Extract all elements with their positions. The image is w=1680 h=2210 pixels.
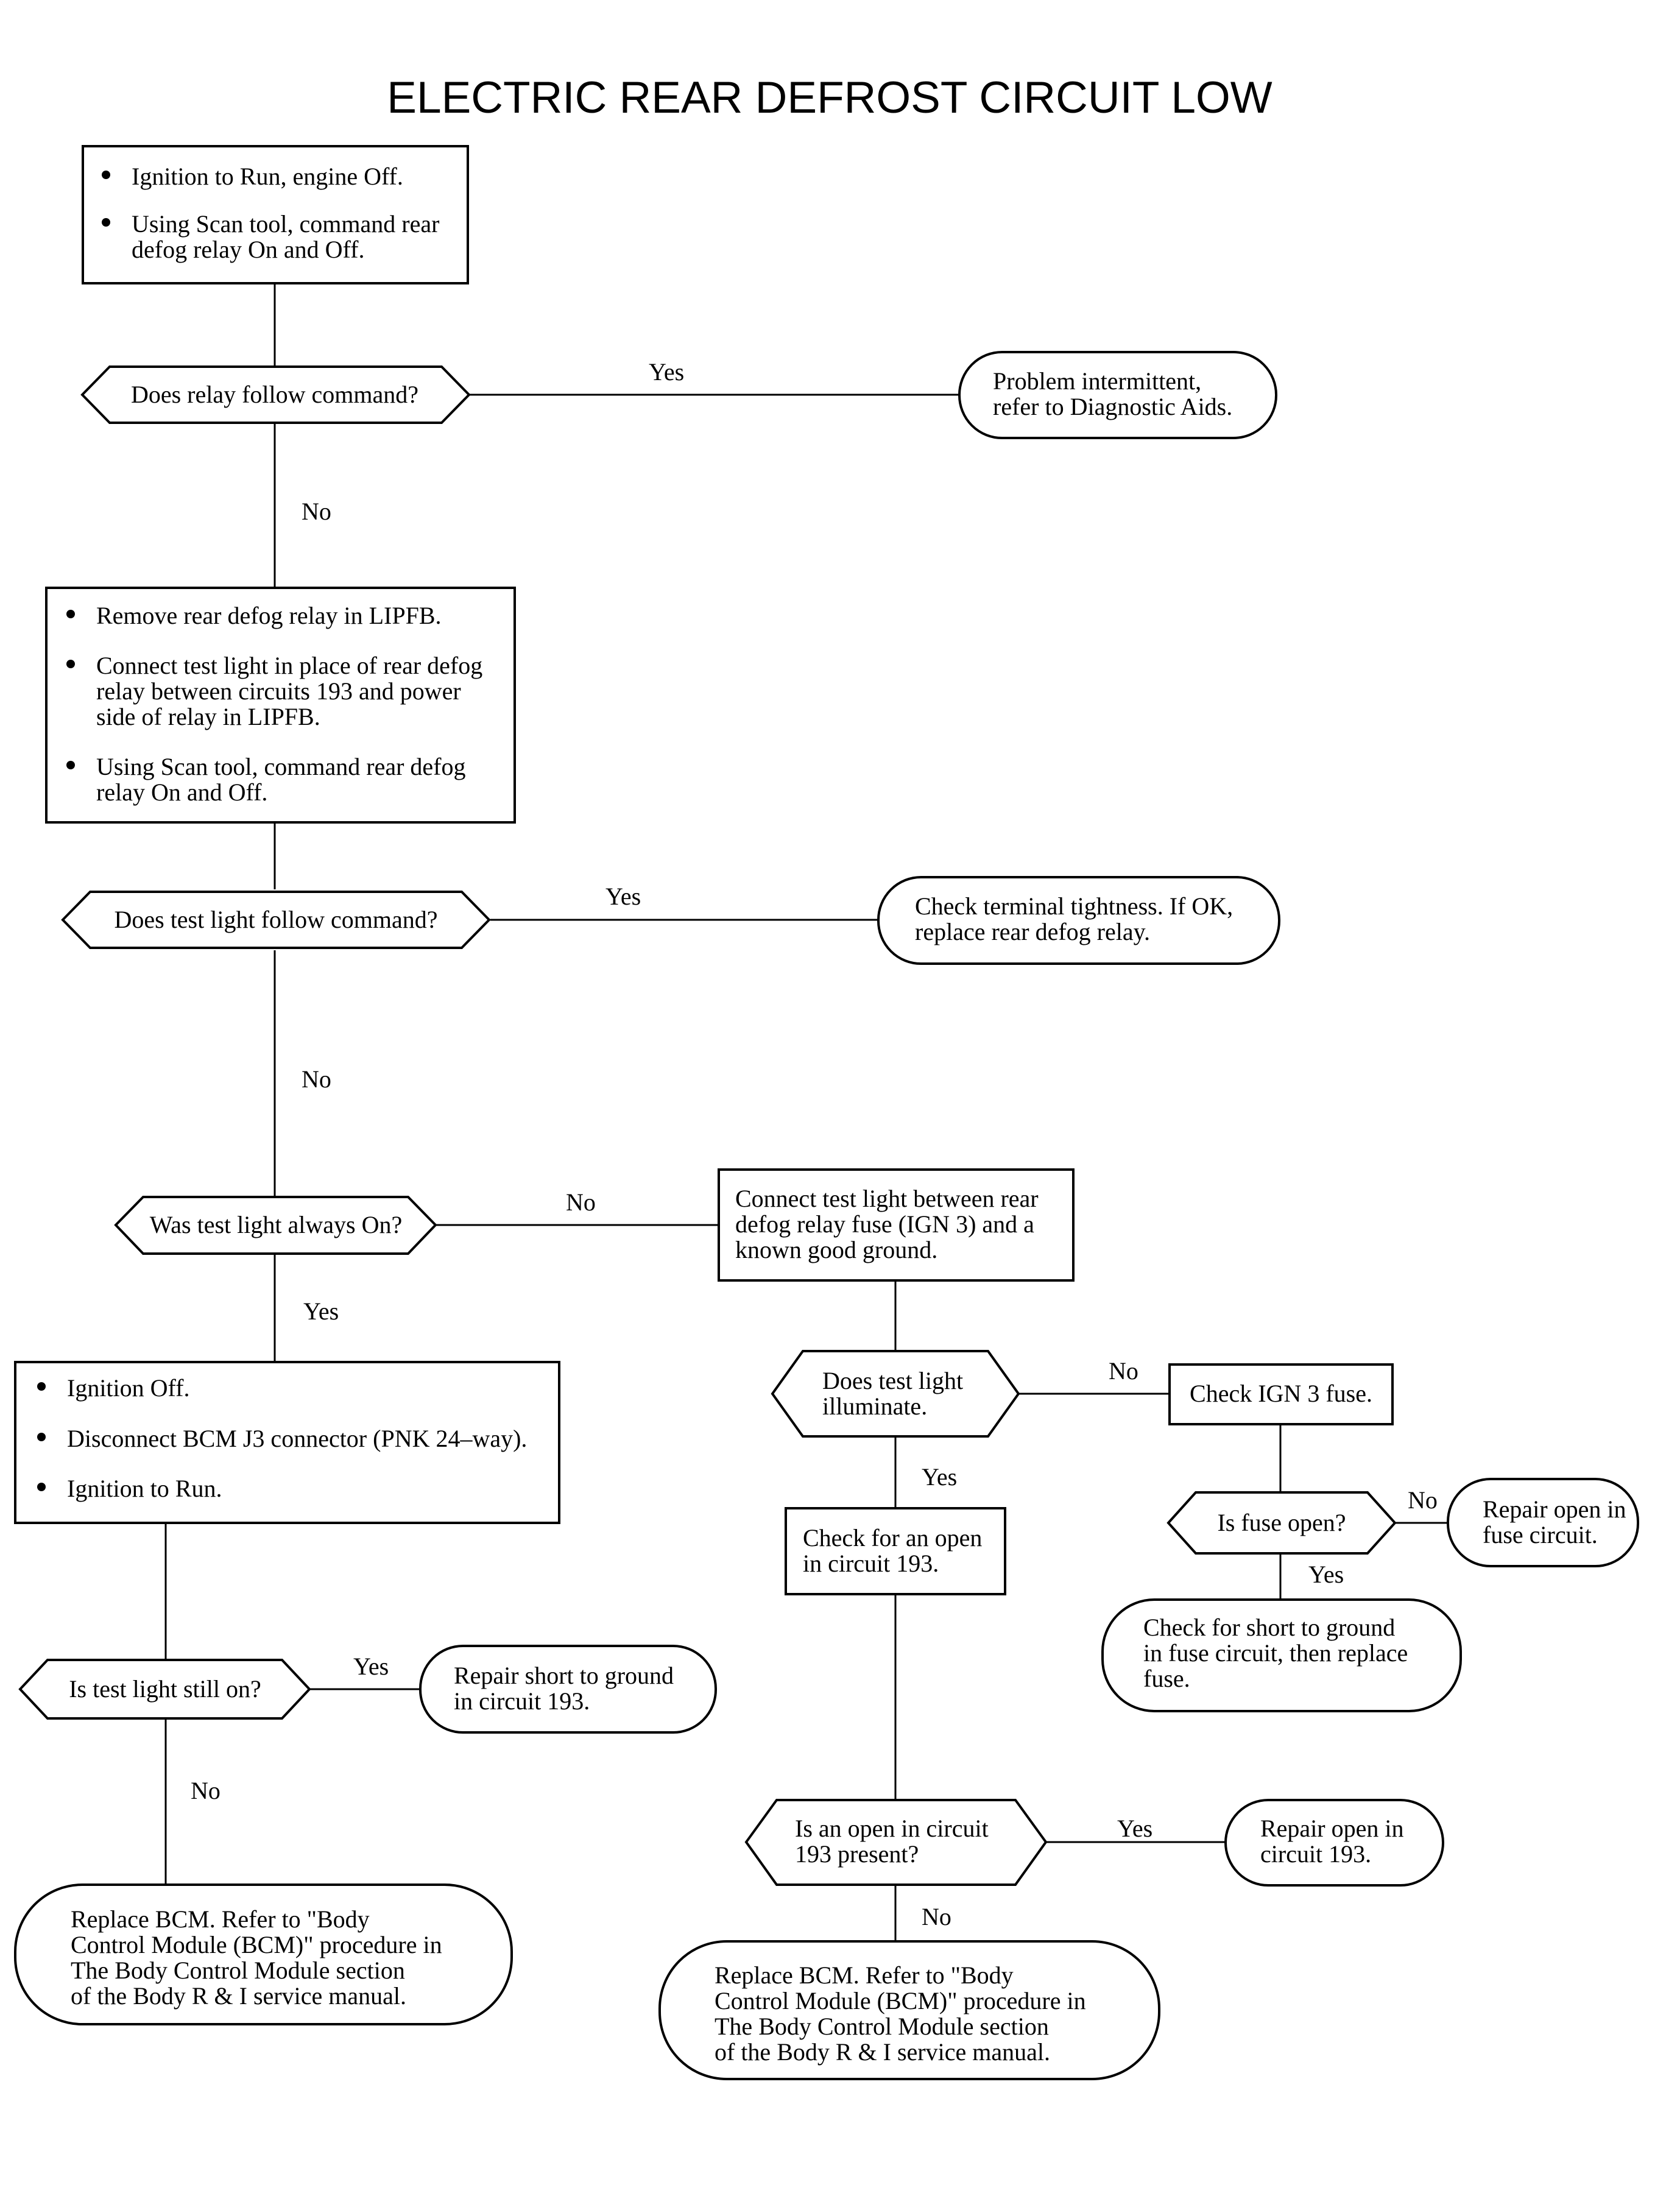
terminal-bcm-right-line-2: Control Module (BCM)" procedure in	[715, 1987, 1086, 2014]
ign3-fuse-text: Check IGN 3 fuse.	[1190, 1380, 1372, 1407]
terminal-bcm-right-line-4: of the Body R & I service manual.	[715, 2038, 1050, 2066]
edge-label-no: No	[922, 1903, 951, 1930]
edge-labels: Yes No Yes No No Yes No Yes No Yes Yes N…	[191, 358, 1438, 1930]
terminal-box	[658, 1940, 1160, 2080]
decision-shape	[1166, 1491, 1397, 1555]
decision-shape	[18, 1659, 311, 1720]
bullet-dot	[66, 761, 75, 769]
edge-label-yes: Yes	[1308, 1561, 1344, 1588]
edge-label-yes: Yes	[1117, 1815, 1152, 1842]
terminal-box	[877, 876, 1280, 965]
connect-light-line-2: defog relay fuse (IGN 3) and a	[735, 1210, 1034, 1238]
check-open-line-1: Check for an open	[803, 1524, 982, 1552]
step2-item-2-line-1: Connect test light in place of rear defo…	[96, 652, 482, 679]
edge-label-no: No	[302, 1065, 331, 1093]
decision-fuse-open-text: Is fuse open?	[1217, 1509, 1346, 1536]
terminal-repair-short-line-1: Repair short to ground	[454, 1662, 674, 1689]
connector-lines	[164, 283, 1448, 1941]
connect-light-line-1: Connect test light between rear	[735, 1185, 1039, 1212]
terminal-tightness-line-1: Check terminal tightness. If OK,	[915, 892, 1233, 920]
bullets	[37, 171, 110, 1491]
node-text: Ignition to Run, engine Off. Using Scan …	[67, 163, 1626, 2066]
page-title: ELECTRIC REAR DEFROST CIRCUIT LOW	[387, 73, 1272, 122]
edge-label-no: No	[191, 1777, 221, 1804]
terminal-box	[1224, 1799, 1444, 1887]
terminal-box	[14, 1883, 513, 2025]
decision-shape	[771, 1350, 1020, 1438]
decision-shape	[80, 365, 471, 424]
step3-item-3-line-1: Ignition to Run.	[67, 1475, 222, 1502]
step2-item-3-line-1: Using Scan tool, command rear defog	[96, 753, 466, 780]
bullet-dot	[66, 610, 75, 618]
step2-item-1-line-1: Remove rear defog relay in LIPFB.	[96, 602, 442, 629]
process-box	[1168, 1363, 1394, 1425]
terminal-repair-open-line-2: circuit 193.	[1260, 1840, 1371, 1868]
step3-item-2-line-1: Disconnect BCM J3 connector (PNK 24–way)…	[67, 1425, 527, 1452]
connect-light-line-3: known good ground.	[735, 1236, 937, 1263]
decision-illuminate-line-2: illuminate.	[822, 1393, 927, 1420]
terminal-short-fuse-line-3: fuse.	[1143, 1665, 1190, 1692]
terminal-short-fuse-line-1: Check for short to ground	[1143, 1614, 1395, 1641]
terminal-bcm-right-line-3: The Body Control Module section	[715, 2013, 1049, 2040]
process-box	[718, 1168, 1075, 1282]
step2-item-2-line-2: relay between circuits 193 and power	[96, 677, 461, 705]
terminal-bcm-right-line-1: Replace BCM. Refer to "Body	[715, 1961, 1014, 1989]
edge-label-yes: Yes	[353, 1653, 389, 1680]
terminal-intermittent-line-2: refer to Diagnostic Aids.	[993, 393, 1232, 420]
decision-open-present-line-1: Is an open in circuit	[795, 1815, 989, 1842]
edge-label-no: No	[566, 1188, 596, 1216]
bullet-dot	[37, 1433, 46, 1441]
step3-item-1-line-1: Ignition Off.	[67, 1374, 189, 1402]
step2-item-2-line-3: side of relay in LIPFB.	[96, 703, 320, 730]
terminal-repair-fuse-line-1: Repair open in	[1483, 1495, 1626, 1523]
edge-label-no: No	[1109, 1357, 1138, 1385]
terminal-box	[958, 351, 1277, 439]
terminal-box	[1101, 1598, 1462, 1712]
edge-label-yes: Yes	[605, 883, 641, 910]
terminal-repair-short-line-2: in circuit 193.	[454, 1687, 590, 1715]
decision-open-present-line-2: 193 present?	[795, 1840, 919, 1868]
terminal-box	[1447, 1478, 1639, 1567]
edge-label-yes: Yes	[922, 1463, 957, 1491]
decision-illuminate-line-1: Does test light	[822, 1367, 963, 1394]
terminal-bcm-left-line-2: Control Module (BCM)" procedure in	[71, 1931, 442, 1958]
terminal-bcm-left-line-3: The Body Control Module section	[71, 1957, 405, 1984]
decision-light-follow-text: Does test light follow command?	[114, 906, 437, 933]
step1-item-2-line-1: Using Scan tool, command rear	[132, 210, 439, 238]
process-box	[785, 1507, 1006, 1595]
edge-label-yes: Yes	[303, 1297, 339, 1325]
bullet-dot	[37, 1483, 46, 1491]
terminal-repair-fuse-line-2: fuse circuit.	[1483, 1521, 1598, 1548]
edge-label-no: No	[1408, 1486, 1438, 1514]
step1-item-2-line-2: defog relay On and Off.	[132, 236, 364, 263]
terminal-short-fuse-line-2: in fuse circuit, then replace	[1143, 1639, 1408, 1667]
edge-label-yes: Yes	[649, 358, 684, 386]
decision-still-on-text: Is test light still on?	[69, 1675, 261, 1703]
step2-item-3-line-2: relay On and Off.	[96, 778, 267, 806]
terminal-tightness-line-2: replace rear defog relay.	[915, 918, 1150, 945]
bullet-dot	[102, 171, 110, 179]
terminal-bcm-left-line-4: of the Body R & I service manual.	[71, 1982, 406, 2010]
node-shapes	[14, 145, 1639, 2080]
terminal-bcm-left-line-1: Replace BCM. Refer to "Body	[71, 1905, 370, 1933]
decision-always-on-text: Was test light always On?	[150, 1211, 402, 1238]
process-box	[82, 145, 469, 284]
process-box	[45, 587, 516, 824]
check-open-line-2: in circuit 193.	[803, 1550, 939, 1577]
terminal-repair-open-line-1: Repair open in	[1260, 1815, 1404, 1842]
decision-shape	[114, 1196, 437, 1255]
decision-relay-follow-text: Does relay follow command?	[131, 381, 418, 408]
bullet-dot	[102, 218, 110, 227]
step1-item-1-line-1: Ignition to Run, engine Off.	[132, 163, 403, 190]
bullet-dot	[37, 1382, 46, 1391]
edge-label-no: No	[302, 498, 331, 525]
terminal-intermittent-line-1: Problem intermittent,	[993, 367, 1201, 395]
decision-shape	[61, 891, 491, 949]
bullet-dot	[66, 660, 75, 668]
terminal-box	[419, 1645, 717, 1734]
process-box	[14, 1361, 560, 1524]
decision-shape	[744, 1799, 1048, 1886]
